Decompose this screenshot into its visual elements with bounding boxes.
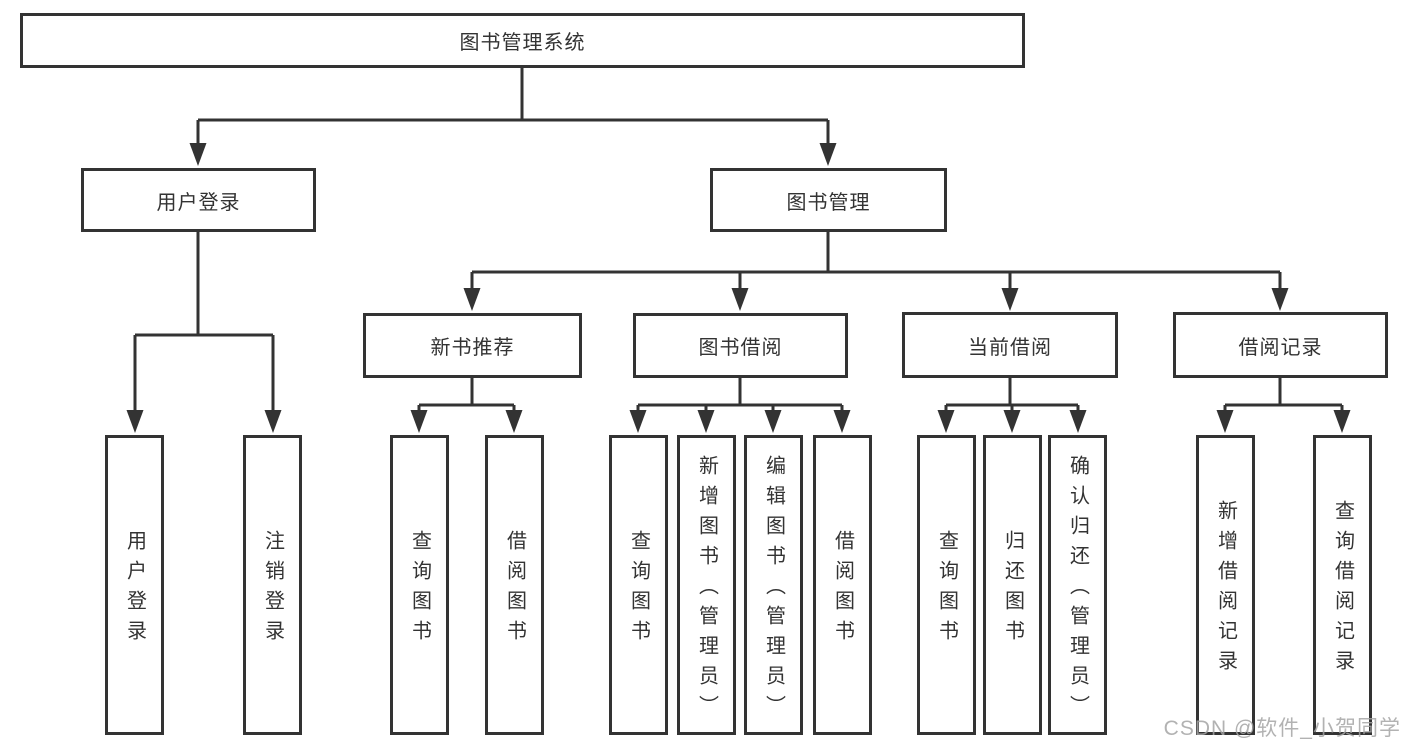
node-label: 新书推荐 [430, 337, 515, 359]
node-label: 用户登录 [156, 191, 241, 214]
leaf-query-books-borrow: 查询图书 [609, 435, 668, 735]
node-label: 借阅图书 [831, 530, 854, 650]
node-label: 借阅图书 [503, 530, 526, 650]
leaf-user-login: 用户登录 [105, 435, 164, 735]
leaf-add-book-admin: 新增图书（管理员） [677, 435, 736, 735]
node-label: 图书管理 [786, 191, 871, 214]
node-label: 查询图书 [627, 530, 650, 650]
node-label: 确认归还（管理员） [1066, 455, 1089, 725]
node-current-borrowing: 当前借阅 [902, 312, 1118, 378]
connector-arrowheads [126, 143, 1351, 433]
leaf-query-books-current: 查询图书 [917, 435, 976, 735]
node-label: 查询图书 [935, 530, 958, 650]
node-label: 注销登录 [261, 530, 284, 650]
leaf-logout: 注销登录 [243, 435, 302, 735]
node-label: 新增图书（管理员） [695, 455, 718, 725]
node-label: 图书借阅 [698, 337, 783, 359]
node-label: 用户登录 [123, 530, 146, 650]
node-book-management: 图书管理 [710, 168, 947, 232]
node-label: 编辑图书（管理员） [762, 455, 785, 725]
node-label: 借阅记录 [1238, 336, 1323, 359]
leaf-query-borrow-record: 查询借阅记录 [1313, 435, 1372, 735]
connector-shafts [133, 68, 1344, 411]
leaf-borrow-books-recommend: 借阅图书 [485, 435, 544, 735]
node-label: 查询借阅记录 [1331, 500, 1354, 680]
node-label: 归还图书 [1001, 530, 1024, 650]
watermark: CSDN @软件_小贺同学 [1163, 717, 1401, 740]
leaf-borrow-books-borrow: 借阅图书 [813, 435, 872, 735]
node-label: 新增借阅记录 [1214, 500, 1237, 680]
node-library-management-system: 图书管理系统 [20, 13, 1025, 68]
node-label: 当前借阅 [968, 336, 1052, 359]
leaf-query-books-recommend: 查询图书 [390, 435, 449, 735]
node-label: 查询图书 [408, 530, 431, 650]
node-book-borrowing: 图书借阅 [633, 313, 848, 378]
leaf-add-borrow-record: 新增借阅记录 [1196, 435, 1255, 735]
node-new-book-recommendation: 新书推荐 [363, 313, 582, 378]
node-label: 图书管理系统 [459, 32, 586, 54]
leaf-confirm-return-admin: 确认归还（管理员） [1048, 435, 1107, 735]
leaf-return-book: 归还图书 [983, 435, 1042, 735]
node-borrowing-records: 借阅记录 [1173, 312, 1388, 378]
node-user-login: 用户登录 [81, 168, 316, 232]
leaf-edit-book-admin: 编辑图书（管理员） [744, 435, 803, 735]
